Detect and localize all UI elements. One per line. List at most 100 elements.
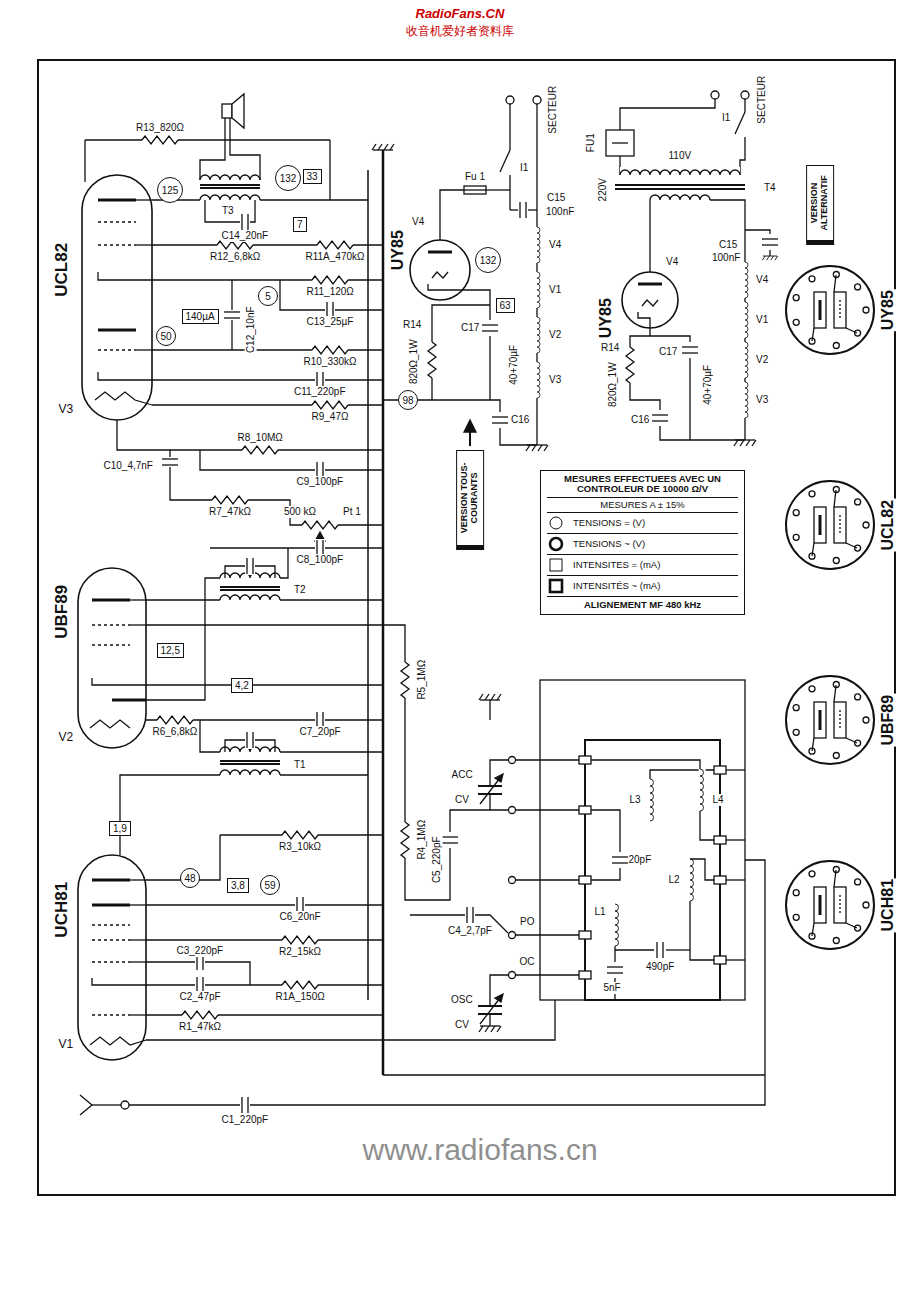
schematic-shape: [606, 130, 634, 156]
wire: [136, 199, 152, 200]
component-symbol: [441, 835, 459, 845]
wire: [250, 200, 255, 222]
wire: [112, 699, 146, 702]
wire: [516, 759, 579, 760]
component-label: R5_1MΩ: [416, 659, 428, 701]
wire: [170, 450, 383, 525]
current-reading: 4,2: [231, 678, 253, 693]
component-label: R4_1MΩ: [416, 819, 428, 861]
voltage-reading: 132: [475, 247, 501, 273]
wire: [614, 946, 615, 962]
component-symbol: [220, 767, 280, 777]
wire: [130, 904, 146, 905]
component-symbol: [142, 134, 178, 146]
voltage-reading: 5: [258, 286, 278, 306]
component-label: L1: [594, 906, 607, 918]
wire: [92, 1104, 121, 1105]
wire: [689, 358, 690, 440]
wire: [630, 336, 650, 347]
schematic-shape: [540, 680, 745, 1000]
component-symbol: [786, 676, 874, 764]
voltage-reading-text: 50: [160, 331, 171, 342]
component-label: V3: [548, 374, 562, 386]
component-symbol: [699, 769, 706, 811]
component-symbol: [157, 714, 193, 726]
wire: [428, 284, 490, 320]
wire: [612, 142, 628, 143]
legend-text: INTENSITÉS ~ (mA): [573, 581, 660, 591]
measurement-legend-text: ALIGNEMENT MF 480 kHz: [547, 597, 738, 610]
legend-entry: INTENSITÉS ~ (mA): [547, 576, 738, 597]
measurement-legend-text: MESURES A ± 15%: [547, 498, 738, 513]
wire: [130, 939, 146, 940]
component-label: ACC: [451, 769, 474, 781]
component-symbol: [302, 519, 338, 531]
measurement-legend: MESURES EFFECTUEES AVEC UN CONTROLEUR DE…: [540, 470, 745, 615]
component-symbol: [200, 192, 260, 202]
component-label: I1: [519, 162, 529, 174]
wire: [489, 794, 490, 810]
current-reading: 63: [496, 298, 515, 313]
wire: [130, 961, 146, 962]
wire: [84, 140, 85, 182]
component-symbol: [479, 1026, 501, 1032]
schematic-shape: [714, 876, 726, 884]
wire: [615, 949, 654, 950]
component-symbol: [681, 345, 699, 355]
legend-swatch: [550, 559, 562, 571]
schematic-shape: [82, 175, 152, 420]
component-label: 110V: [668, 150, 693, 162]
component-symbol: [620, 167, 680, 177]
wire: [516, 934, 579, 935]
schematic-shape: [78, 568, 146, 748]
wire: [130, 879, 146, 880]
component-label: PO: [519, 916, 535, 928]
component-symbol: [650, 192, 710, 202]
schematic-shape: [579, 756, 591, 764]
wire: [615, 188, 745, 190]
wire: [450, 810, 508, 832]
wire: [726, 839, 745, 840]
component-symbol: [282, 979, 318, 991]
component-symbol: [786, 481, 874, 569]
schematic-shape: [121, 1101, 129, 1109]
component-symbol: [536, 227, 542, 263]
component-symbol: [220, 592, 280, 602]
component-label: V1: [548, 284, 562, 296]
wire: [280, 774, 368, 775]
voltage-reading: 59: [260, 875, 280, 895]
wire: [367, 170, 369, 1000]
schematic-shape: [78, 855, 146, 1060]
wire: [255, 740, 275, 752]
wire: [489, 700, 490, 720]
legend-list: TENSIONS = (V)TENSIONS ~ (V)INTENSITES =…: [547, 513, 738, 597]
wire: [92, 644, 130, 645]
wire: [464, 189, 486, 190]
current-reading-text: 3,8: [231, 880, 245, 891]
wire: [591, 760, 700, 769]
component-symbol: [734, 440, 756, 446]
component-symbol: [182, 1009, 218, 1021]
component-label: C4_2,7pF: [447, 925, 493, 937]
component-symbol: [240, 1096, 250, 1114]
component-symbol: [479, 694, 501, 700]
wire: [280, 599, 383, 600]
component-label: 820Ω_1W: [606, 361, 618, 408]
component-symbol: [481, 323, 499, 333]
component-label: C5_220pF: [430, 835, 442, 884]
component-symbol: [536, 362, 542, 398]
component-label: C14_20nF: [221, 230, 270, 242]
component-symbol: [312, 399, 348, 411]
current-reading-text: 4,2: [235, 680, 249, 691]
component-symbol: [491, 415, 509, 425]
component-label: R10_330kΩ: [303, 356, 358, 368]
version-note-text: VERSION ALTERNATIF: [810, 170, 830, 236]
component-label: Fu 1: [464, 171, 486, 183]
component-label: R9_47Ω: [311, 411, 350, 423]
component-label: C17: [460, 322, 480, 334]
component-label: C8_100pF: [296, 554, 345, 566]
wire: [92, 624, 130, 625]
component-symbol: [526, 445, 548, 451]
component-label: R7_47kΩ: [208, 506, 252, 518]
schematic-shape: [579, 806, 591, 814]
